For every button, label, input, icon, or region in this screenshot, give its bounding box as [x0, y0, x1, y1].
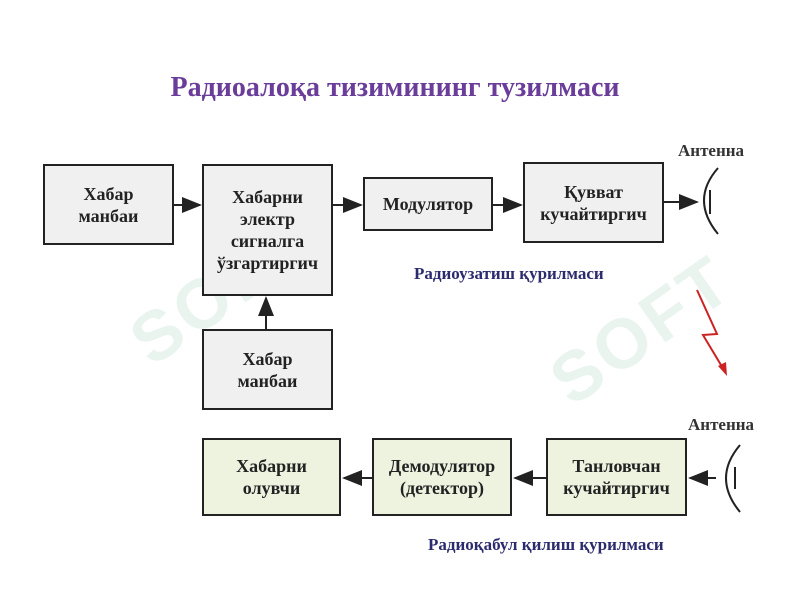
rx-antenna-icon — [725, 444, 741, 513]
signal-converter-box: Хабарни электр сигналга ўзгартиргич — [202, 164, 333, 296]
radio-wave-lightning-icon — [696, 289, 727, 376]
tx-antenna-icon — [703, 167, 719, 235]
tx-antenna-label: Антенна — [678, 141, 745, 160]
power-amplifier-box: Қувват кучайтиргич — [523, 162, 664, 243]
rx-antenna-label: Антенна — [688, 415, 755, 434]
message-source-2-box: Хабар манбаи — [202, 329, 333, 410]
receiver-label: Радиоқабул қилиш қурилмаси — [428, 535, 664, 554]
selective-amplifier-box: Танловчан кучайтиргич — [546, 438, 687, 516]
message-receiver-box: Хабарни олувчи — [202, 438, 341, 516]
message-source-box: Хабар манбаи — [43, 164, 174, 245]
transmitter-label: Радиоузатиш қурилмаси — [414, 264, 604, 283]
demodulator-box: Демодулятор (детектор) — [372, 438, 512, 516]
page-title: Радиоалоқа тизимининг тузилмаси — [170, 72, 620, 103]
modulator-box: Модулятор — [363, 177, 493, 231]
